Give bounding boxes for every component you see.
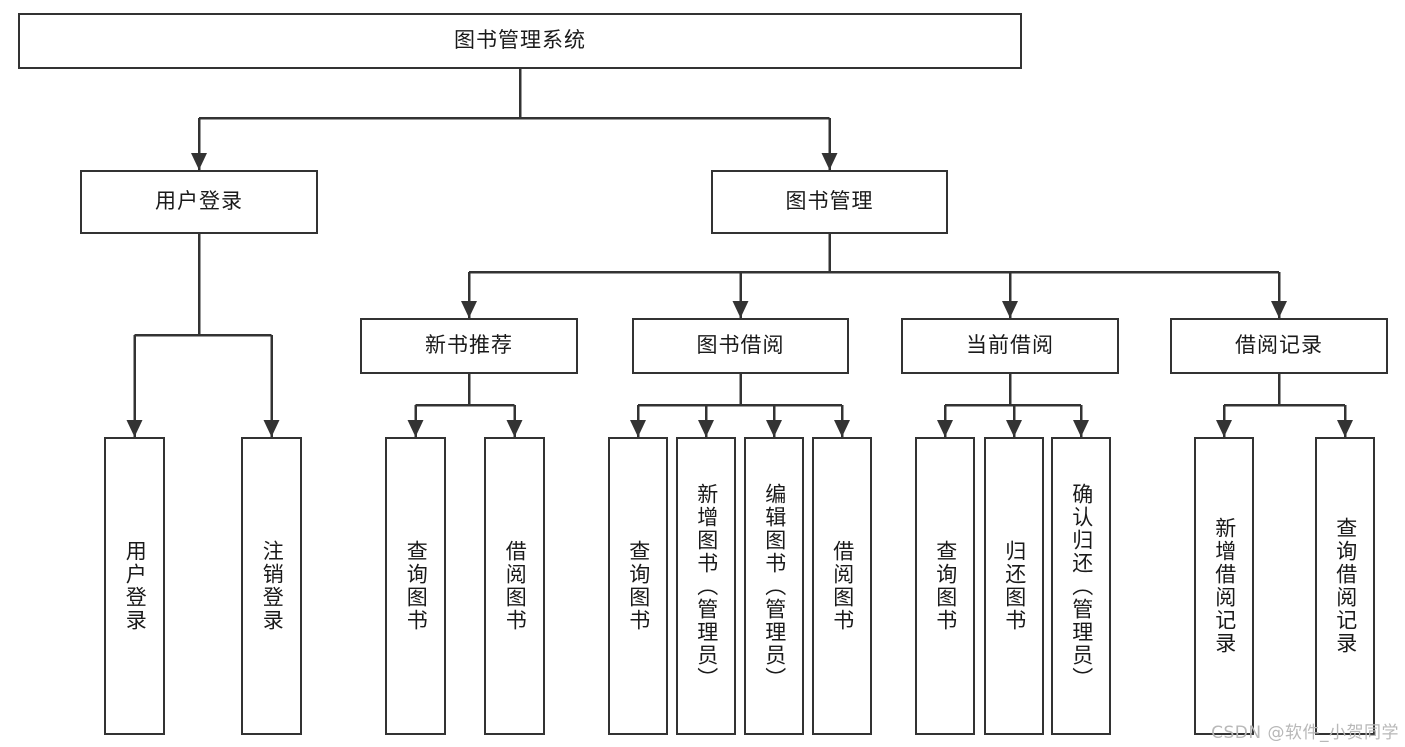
leaf-logout[interactable]: 注销登录 [241, 437, 302, 735]
node-new-book-recommend[interactable]: 新书推荐 [360, 318, 578, 374]
leaf-query-book-current-label: 查询图书 [933, 540, 958, 632]
leaf-user-login-label: 用户登录 [123, 540, 148, 632]
leaf-edit-book-label: 编辑图书（管理员） [762, 482, 787, 690]
leaf-query-book-current[interactable]: 查询图书 [915, 437, 975, 735]
leaf-return-book[interactable]: 归还图书 [984, 437, 1044, 735]
leaf-borrow-book-recommend-label: 借阅图书 [503, 540, 528, 632]
node-new-book-recommend-label: 新书推荐 [425, 333, 513, 358]
leaf-return-book-label: 归还图书 [1002, 540, 1027, 632]
leaf-query-borrow-record[interactable]: 查询借阅记录 [1315, 437, 1375, 735]
leaf-confirm-return[interactable]: 确认归还（管理员） [1051, 437, 1111, 735]
node-current-borrow-label: 当前借阅 [966, 333, 1054, 358]
leaf-borrow-book-recommend[interactable]: 借阅图书 [484, 437, 545, 735]
leaf-borrow-book[interactable]: 借阅图书 [812, 437, 872, 735]
node-book-manage-label: 图书管理 [785, 189, 874, 214]
csdn-watermark: CSDN @软件_小贺同学 [1211, 723, 1399, 743]
leaf-logout-label: 注销登录 [260, 540, 285, 632]
leaf-query-book-label: 查询图书 [626, 540, 651, 632]
leaf-edit-book[interactable]: 编辑图书（管理员） [744, 437, 804, 735]
leaf-add-book-label: 新增图书（管理员） [694, 482, 719, 690]
node-root[interactable]: 图书管理系统 [18, 13, 1022, 69]
node-user-login[interactable]: 用户登录 [80, 170, 318, 234]
node-current-borrow[interactable]: 当前借阅 [901, 318, 1119, 374]
node-root-label: 图书管理系统 [454, 28, 586, 53]
leaf-query-book-recommend-label: 查询图书 [404, 540, 429, 632]
leaf-user-login[interactable]: 用户登录 [104, 437, 165, 735]
leaf-query-book[interactable]: 查询图书 [608, 437, 668, 735]
leaf-add-borrow-record[interactable]: 新增借阅记录 [1194, 437, 1254, 735]
node-book-manage[interactable]: 图书管理 [711, 170, 948, 234]
node-book-borrow-label: 图书借阅 [696, 333, 785, 358]
node-borrow-record-label: 借阅记录 [1235, 333, 1323, 358]
leaf-add-borrow-record-label: 新增借阅记录 [1212, 517, 1237, 655]
leaf-query-book-recommend[interactable]: 查询图书 [385, 437, 446, 735]
leaf-query-borrow-record-label: 查询借阅记录 [1333, 517, 1358, 655]
leaf-confirm-return-label: 确认归还（管理员） [1069, 482, 1094, 690]
leaf-borrow-book-label: 借阅图书 [830, 540, 855, 632]
node-book-borrow[interactable]: 图书借阅 [632, 318, 849, 374]
leaf-add-book[interactable]: 新增图书（管理员） [676, 437, 736, 735]
node-user-login-label: 用户登录 [155, 189, 243, 214]
node-borrow-record[interactable]: 借阅记录 [1170, 318, 1388, 374]
